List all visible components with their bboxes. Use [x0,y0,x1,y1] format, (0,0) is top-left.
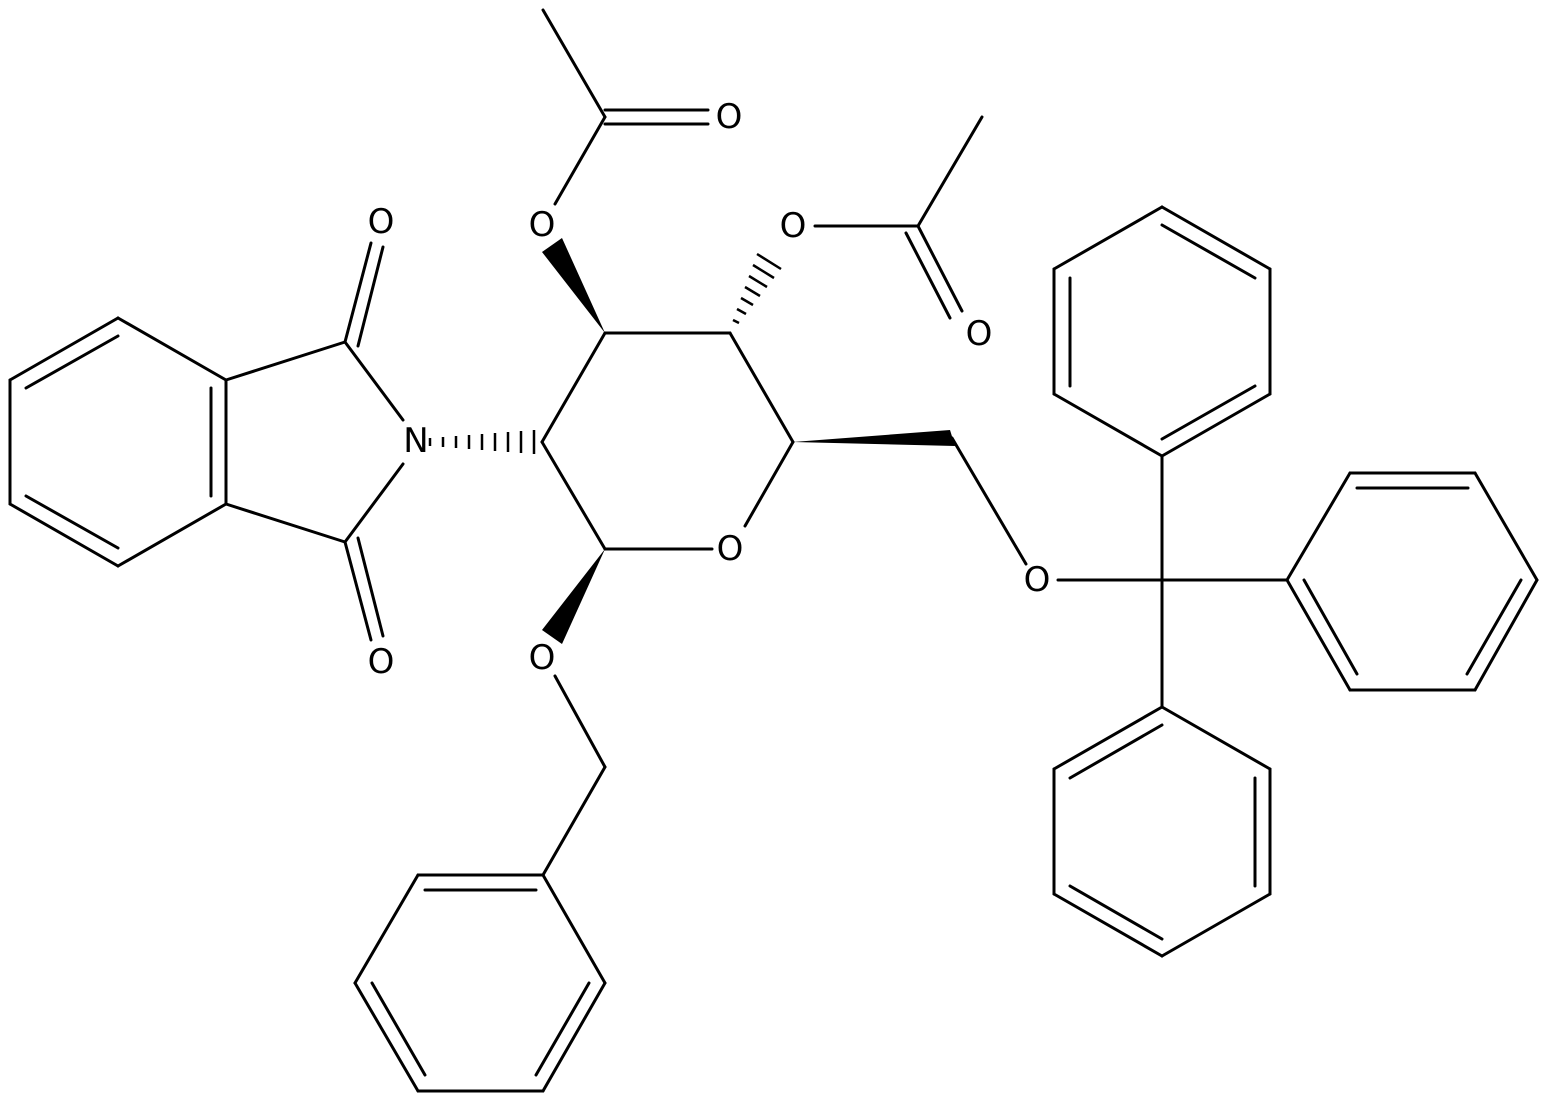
c1-o-wedge-bond [542,549,605,644]
atom-label-o-phth-bottom: O [368,642,395,682]
atom-labels: N O O O O O O O O O [368,97,1051,682]
imide-ring [224,241,405,642]
atom-label-o-trityl: O [1024,560,1051,600]
atom-label-o-phth-top: O [368,202,395,242]
trityl-phenyl-top [1052,205,1272,458]
acetyl-group-c3 [541,8,710,206]
atom-label-o-acetyl3-ester: O [529,205,556,245]
n-c2-hashed-bond [428,430,536,454]
ch2-o-linker [950,436,1164,582]
atom-label-n: N [403,421,428,461]
phthalimide-benzene-ring [8,316,228,568]
trityl-phenyl-right [1285,471,1539,692]
c3-o-wedge-bond [542,238,605,333]
atom-label-o-ring: O [717,529,744,569]
trityl-phenyl-bottom [1052,705,1272,958]
atom-label-o-acetyl3-carbonyl: O [716,97,743,137]
benzyl-group [353,674,607,1093]
trityl-center [1160,454,1289,709]
c5-ch2-wedge-bond [793,430,955,446]
atom-label-o-acetyl4-ester: O [780,206,807,246]
c4-o-hashed-bond [732,252,782,325]
pyranose-ring [540,331,795,551]
acetyl-group-c4 [813,115,984,320]
atom-label-o-acetyl4-carbonyl: O [966,314,993,354]
atom-label-o-anomeric: O [529,638,556,678]
